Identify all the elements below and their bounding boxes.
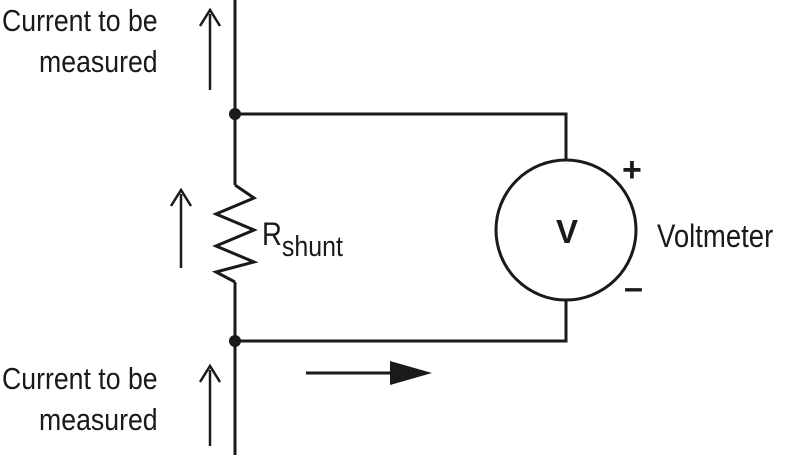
current-label-top: Current to be measured (2, 0, 158, 82)
voltmeter-circle (494, 158, 638, 302)
rshunt-label-main: R (262, 216, 282, 252)
voltmeter-symbol: V (556, 213, 579, 250)
current-arrow-top-head (198, 7, 222, 27)
voltmeter-lead-top (235, 112, 568, 160)
current-label-bottom-line1: Current to be (2, 361, 158, 396)
shunt-resistor (211, 183, 259, 284)
voltmeter-lead-bottom (235, 301, 568, 343)
current-arrow-bottom-head (198, 363, 222, 383)
voltmeter-label: Voltmeter (657, 218, 774, 254)
minus-terminal-sign: – (624, 269, 643, 307)
current-label-bottom-line2: measured (39, 402, 158, 437)
rshunt-label-subscript: shunt (281, 231, 343, 263)
current-label-top-line2: measured (39, 44, 158, 79)
current-label-bottom: Current to be measured (2, 358, 158, 440)
branch-current-arrow-head (390, 361, 432, 385)
resistor-current-arrow-head (169, 187, 193, 207)
plus-terminal-sign: + (622, 151, 642, 189)
current-label-top-line1: Current to be (2, 3, 158, 38)
rshunt-label: Rshunt (262, 216, 343, 263)
